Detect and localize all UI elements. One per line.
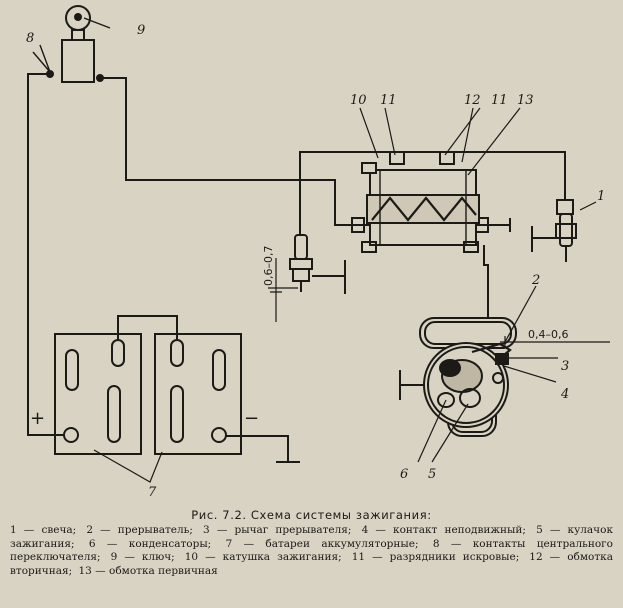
legend-item: 9 — ключ; [110,551,175,563]
wire-coil-breaker [483,245,489,318]
leader-4 [503,365,557,383]
leader-8 [32,44,51,73]
ignition-diagram: 9 8 10 11 12 11 13 1 2 3 4 6 5 7 + − 0,6… [26,5,610,500]
coil-ground [476,218,511,232]
battery-connector [117,315,178,340]
battery-right [154,333,242,455]
figure-caption: Рис. 7.2. Схема системы зажигания: 1 — с… [10,508,613,578]
legend-item: 8 — контакты центрального переключателя; [10,537,613,564]
battery-plus-sign: + [30,408,45,429]
ignition-key [65,5,91,41]
label-9: 9 [137,23,145,38]
legend-item: 11 — разрядники искровые; [351,551,520,563]
legend-item: 4 — контакт неподвижный; [361,524,526,536]
leader-5 [431,403,469,463]
gap-label-right: 0,4–0,6 [528,328,569,341]
label-13: 13 [517,93,534,108]
caption-title: Рис. 7.2. Схема системы зажигания: [191,508,432,522]
leader-9 [83,17,111,29]
legend-item: 6 — конденсаторы; [88,537,212,550]
label-3: 3 [561,359,569,374]
gap-label-left: 0,6–0,7 [262,246,275,287]
gap-marker-left [268,258,298,322]
legend-item: 1 — свеча; [10,524,77,536]
breaker [399,317,517,437]
label-4: 4 [560,387,569,402]
caption-legend: 1 — свеча; 2 — прерыватель; 3 — рычаг пр… [10,524,613,578]
label-11-left: 11 [380,93,397,108]
label-7: 7 [148,485,157,500]
legend-item: 13 — обмотка первичная [78,564,218,577]
battery-ground [226,435,300,463]
battery-minus-sign: − [244,408,259,429]
label-12: 12 [464,93,481,108]
leader-7 [93,449,163,483]
coil-leaders [359,107,521,176]
ignition-coil [351,151,489,253]
legend-item: 7 — батареи аккумуляторные; [225,537,419,550]
label-2: 2 [531,273,540,288]
legend-item: 5 — кулачок зажигания; [10,524,614,550]
wire-battery-plus [27,73,64,436]
label-8: 8 [26,31,34,46]
label-5: 5 [428,467,436,482]
label-1: 1 [597,189,605,204]
legend-item: 2 — прерыватель; [86,524,193,536]
legend-item: 3 — рычаг прерывателя; [203,524,352,536]
central-switch [46,39,104,83]
spark-plug-right [531,199,577,262]
label-6: 6 [400,467,408,482]
spark-plug-left [289,234,346,294]
label-10: 10 [350,93,367,108]
gap-marker-right [500,336,610,348]
legend-item: 12 — обмотка вторичная; [10,551,613,577]
label-11-right: 11 [491,93,508,108]
leader-1 [579,201,597,211]
legend-item: 10 — катушка зажигания; [184,551,342,563]
leader-6 [417,399,447,463]
battery-left [54,333,142,455]
leader-2 [504,285,537,343]
